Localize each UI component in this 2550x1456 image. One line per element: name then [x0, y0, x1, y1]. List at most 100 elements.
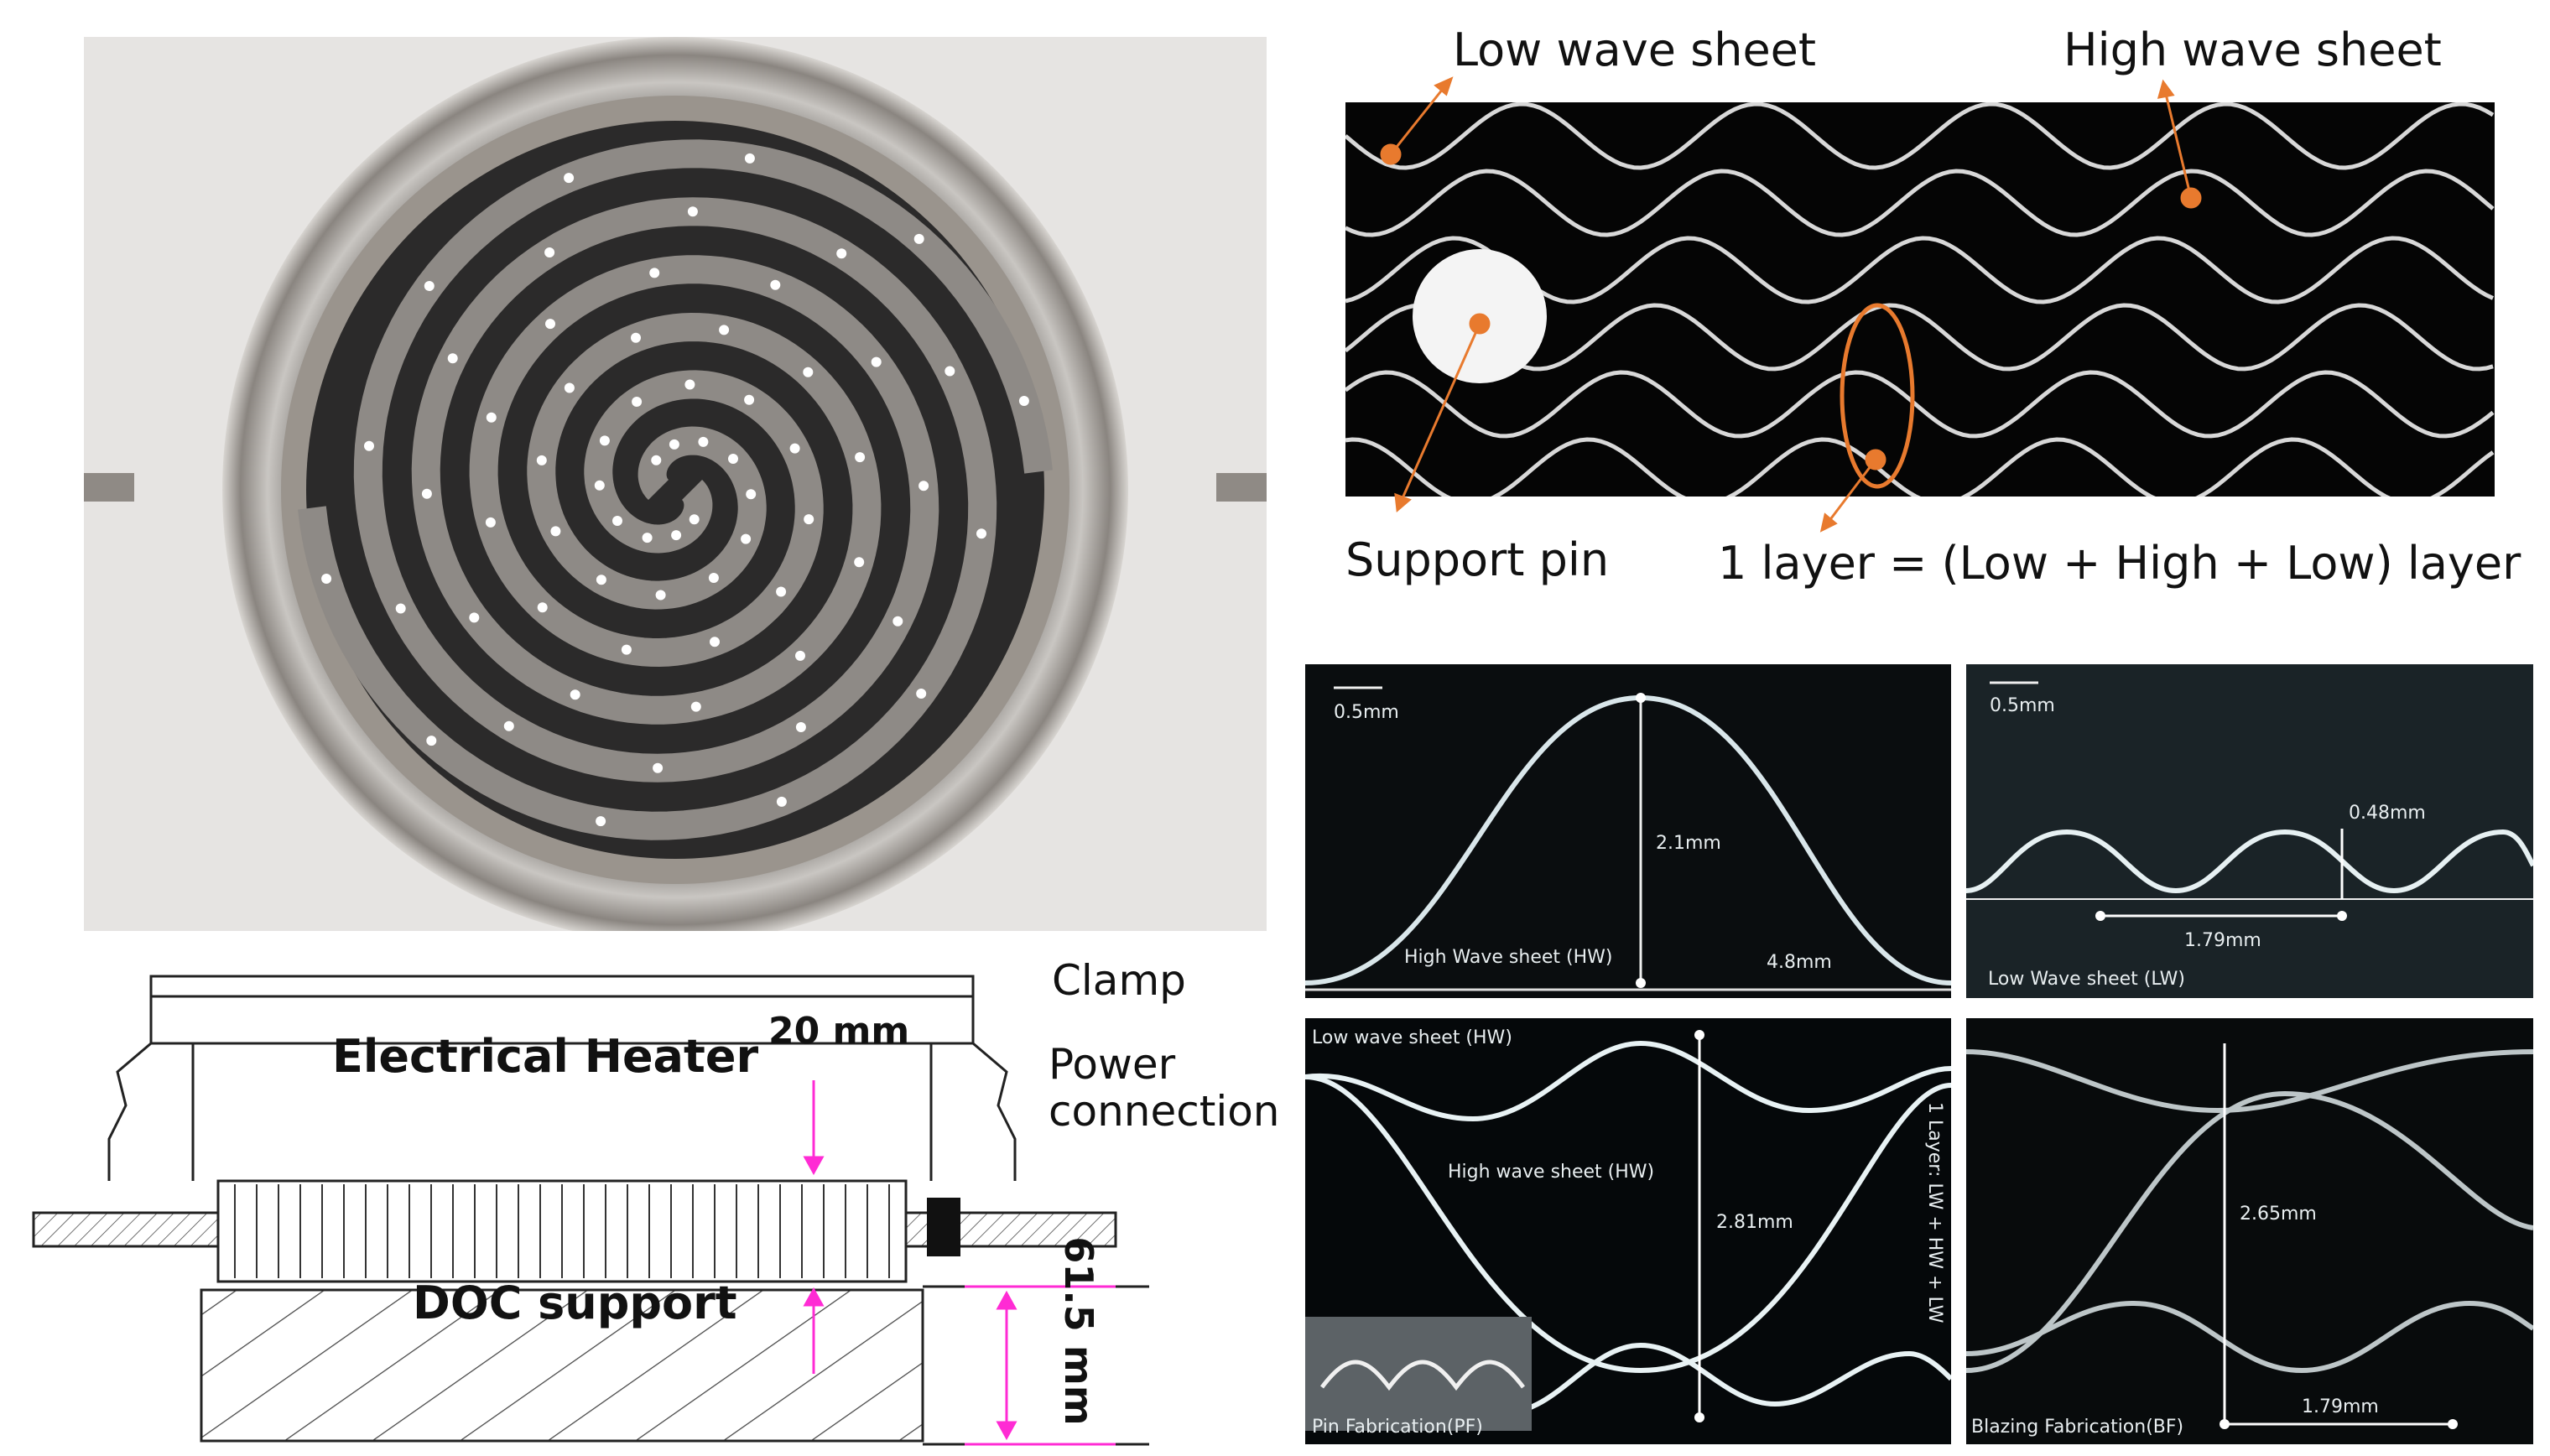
support-pin-dot [536, 455, 547, 465]
pf-caption: Pin Fabrication(PF) [1312, 1417, 1483, 1438]
doc-support-label: DOC support [413, 1277, 737, 1329]
support-pin-dot [671, 530, 682, 541]
bf-width-label: 1.79mm [2302, 1396, 2379, 1417]
dim-615mm-label: 61.5 mm [1056, 1236, 1101, 1426]
pf-top-label: Low wave sheet (HW) [1312, 1027, 1512, 1048]
high-wave-sheet-label: High wave sheet [2063, 23, 2442, 76]
support-pin-dot [916, 689, 927, 699]
support-pin-dot [469, 612, 480, 623]
support-pin-dot [776, 586, 787, 597]
layer-highlight-ellipse [1840, 303, 1915, 489]
support-pin-dot [741, 533, 752, 544]
power-label: Power [1049, 1040, 1176, 1089]
support-pin-dot [564, 173, 575, 184]
support-pin-dot [871, 356, 882, 367]
spiral-band [298, 197, 997, 840]
support-pin-dot [687, 206, 698, 217]
wave-line [1345, 169, 2495, 237]
lw-scale-label: 0.5mm [1990, 695, 2055, 716]
heater-photo [84, 37, 1267, 931]
low-wave-sheet-label: Low wave sheet [1453, 23, 1817, 76]
support-pin-dot [621, 644, 632, 655]
pf-middle-label: High wave sheet (HW) [1448, 1162, 1654, 1183]
support-pin-dot [537, 602, 548, 613]
support-pin-dot [892, 616, 903, 627]
wave-line [1345, 370, 2495, 439]
micro-high-wave: 0.5mm 2.1mm 4.8mm High Wave sheet (HW) [1305, 664, 1951, 998]
bf-caption: Blazing Fabrication(BF) [1971, 1417, 2183, 1438]
support-pin-dot [594, 480, 605, 491]
support-pin-label: Support pin [1345, 533, 1610, 586]
support-pin-dot [913, 233, 924, 244]
support-pin-dot [631, 332, 641, 343]
support-pin-dot [919, 481, 929, 491]
support-pin-dot [744, 153, 755, 164]
support-pin-dot [503, 720, 514, 731]
support-pin-dot [485, 517, 496, 528]
support-pin-dot [855, 452, 866, 463]
wave-line [1345, 303, 2494, 372]
connection-label: connection [1049, 1087, 1280, 1136]
lw-width-label: 1.79mm [2184, 930, 2261, 951]
support-pin-dot [945, 366, 955, 377]
electrical-heater-label: Electrical Heater [332, 1030, 759, 1083]
support-pin-dot [770, 279, 781, 290]
support-pin-dot [364, 440, 374, 451]
support-pin-dot [596, 575, 606, 585]
support-pin-dot [789, 443, 800, 454]
support-pin-dot [746, 489, 757, 500]
spiral-band [353, 139, 1053, 783]
support-pin-dot [776, 796, 787, 807]
support-pin-dot [651, 455, 662, 465]
bf-height-label: 2.65mm [2240, 1204, 2317, 1225]
support-pin-dot [642, 533, 653, 543]
lw-caption: Low Wave sheet (LW) [1988, 969, 2185, 990]
wave-sheet-photo [1345, 102, 2495, 497]
support-pin-dot [421, 488, 432, 499]
support-pin-dot [612, 516, 622, 526]
support-pin-dot [684, 379, 695, 390]
hw-caption: High Wave sheet (HW) [1404, 947, 1613, 968]
support-pin-dot [1018, 396, 1029, 406]
hw-scale-label: 0.5mm [1334, 702, 1399, 723]
hw-width-label: 4.8mm [1767, 952, 1832, 973]
support-pin-dot [596, 816, 606, 827]
support-pin-dot [550, 526, 561, 537]
support-pin-dot [728, 454, 738, 464]
support-pin-dot [544, 247, 555, 257]
support-pin-dot [564, 382, 575, 393]
support-pin-dot [795, 722, 806, 732]
pf-side-label: 1 Layer: LW + HW + LW [1924, 1102, 1945, 1323]
support-pin-dot [976, 528, 986, 539]
support-pin-dot [655, 590, 666, 601]
support-pin-dot [545, 319, 555, 330]
support-pin-dot [570, 689, 580, 700]
support-pin-dot [690, 701, 701, 712]
support-pin-dot [836, 248, 847, 259]
dim-20mm-label: 20 mm [768, 1010, 910, 1053]
support-pin-dot [854, 557, 865, 568]
micro-pin-fabrication: Low wave sheet (HW) High wave sheet (HW)… [1305, 1018, 1951, 1444]
support-pin-dot [669, 439, 679, 450]
micro-low-wave: 0.5mm 0.48mm 1.79mm Low Wave sheet (LW) [1966, 664, 2533, 998]
support-pin-dot [719, 325, 730, 335]
support-pin-dot [804, 514, 814, 525]
layer-formula-label: 1 layer = (Low + High + Low) layer [1718, 537, 2521, 590]
support-pin-dot [803, 367, 814, 377]
support-pin-dot [395, 603, 406, 614]
support-pin-dot [744, 394, 755, 405]
support-pin-dot [321, 574, 332, 584]
spiral-core [298, 139, 1053, 840]
lw-height-label: 0.48mm [2349, 803, 2426, 824]
support-pin-dot [599, 435, 610, 446]
support-pin-dot [653, 762, 664, 773]
support-pin-dot [710, 637, 720, 647]
support-pin-dot [795, 650, 805, 661]
wave-line [1345, 437, 2495, 497]
heater-schematic [25, 946, 1300, 1449]
support-pin-dot [649, 268, 660, 278]
support-pin-dot [632, 397, 643, 407]
support-pin-dot [486, 412, 497, 423]
hw-height-label: 2.1mm [1656, 833, 1721, 854]
pf-height-label: 2.81mm [1716, 1212, 1793, 1233]
